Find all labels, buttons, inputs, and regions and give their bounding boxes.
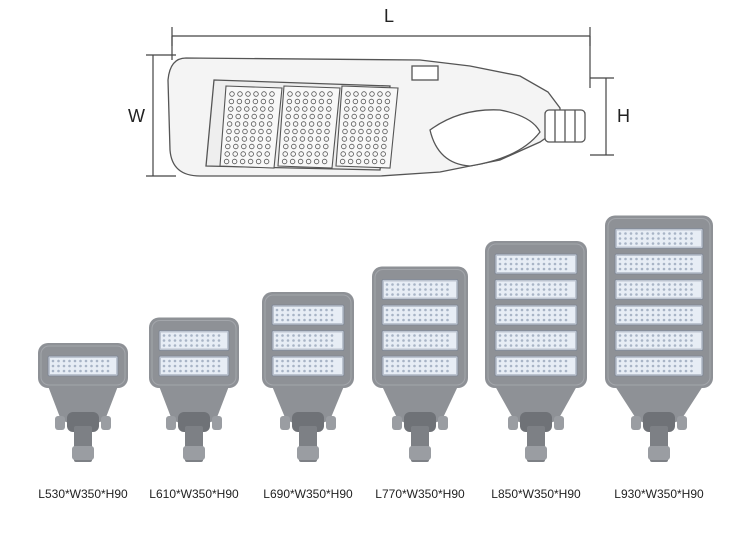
led-module: [381, 279, 459, 300]
lamp-neck: [48, 386, 118, 425]
led-module: [271, 355, 345, 377]
led-module: [381, 355, 459, 377]
lamp-variant-4: [372, 266, 468, 462]
led-module: [47, 355, 119, 377]
drawing-module-3: [335, 85, 399, 169]
variant-caption: L610*W350*H90: [149, 487, 239, 501]
lamp-variant-3: [262, 292, 354, 462]
led-module: [494, 304, 578, 326]
variant-caption: L530*W350*H90: [38, 487, 128, 501]
width-label: W: [128, 106, 145, 126]
variant-caption: L850*W350*H90: [491, 487, 581, 501]
led-module: [158, 330, 230, 351]
lamp-neck: [272, 386, 344, 425]
drawing-module-2: [277, 85, 341, 169]
lamp-variants: [38, 215, 713, 462]
led-module: [381, 304, 459, 326]
lamp-variant-5: [485, 241, 587, 462]
lamp-neck: [159, 386, 229, 425]
led-module: [614, 304, 704, 326]
led-module: [614, 228, 704, 249]
led-module: [271, 304, 345, 326]
led-module: [494, 253, 578, 275]
lamp-head: [149, 317, 239, 388]
length-dimension: [171, 27, 591, 88]
drawing-module-1: [219, 85, 283, 169]
variant-caption: L690*W350*H90: [263, 487, 353, 501]
led-module: [158, 355, 230, 377]
led-module: [381, 330, 459, 351]
width-dimension: [146, 54, 176, 177]
lamp-neck: [382, 386, 458, 425]
led-module: [494, 355, 578, 377]
lamp-variant-2: [149, 317, 239, 462]
led-module: [271, 330, 345, 351]
led-module: [494, 279, 578, 300]
lamp-variant-1: [38, 343, 128, 462]
led-module: [614, 355, 704, 377]
height-label: H: [617, 106, 630, 126]
led-module: [494, 330, 578, 351]
drawing-led-modules: [219, 85, 399, 169]
lamp-neck: [615, 386, 703, 425]
variant-caption: L770*W350*H90: [375, 487, 465, 501]
variant-caption: L930*W350*H90: [614, 487, 704, 501]
lamp-neck: [495, 386, 577, 425]
led-module: [614, 330, 704, 351]
led-module: [614, 279, 704, 300]
height-dimension: [590, 77, 614, 156]
lamp-variant-6: [605, 215, 713, 462]
length-label: L: [384, 6, 395, 26]
led-module: [614, 253, 704, 275]
